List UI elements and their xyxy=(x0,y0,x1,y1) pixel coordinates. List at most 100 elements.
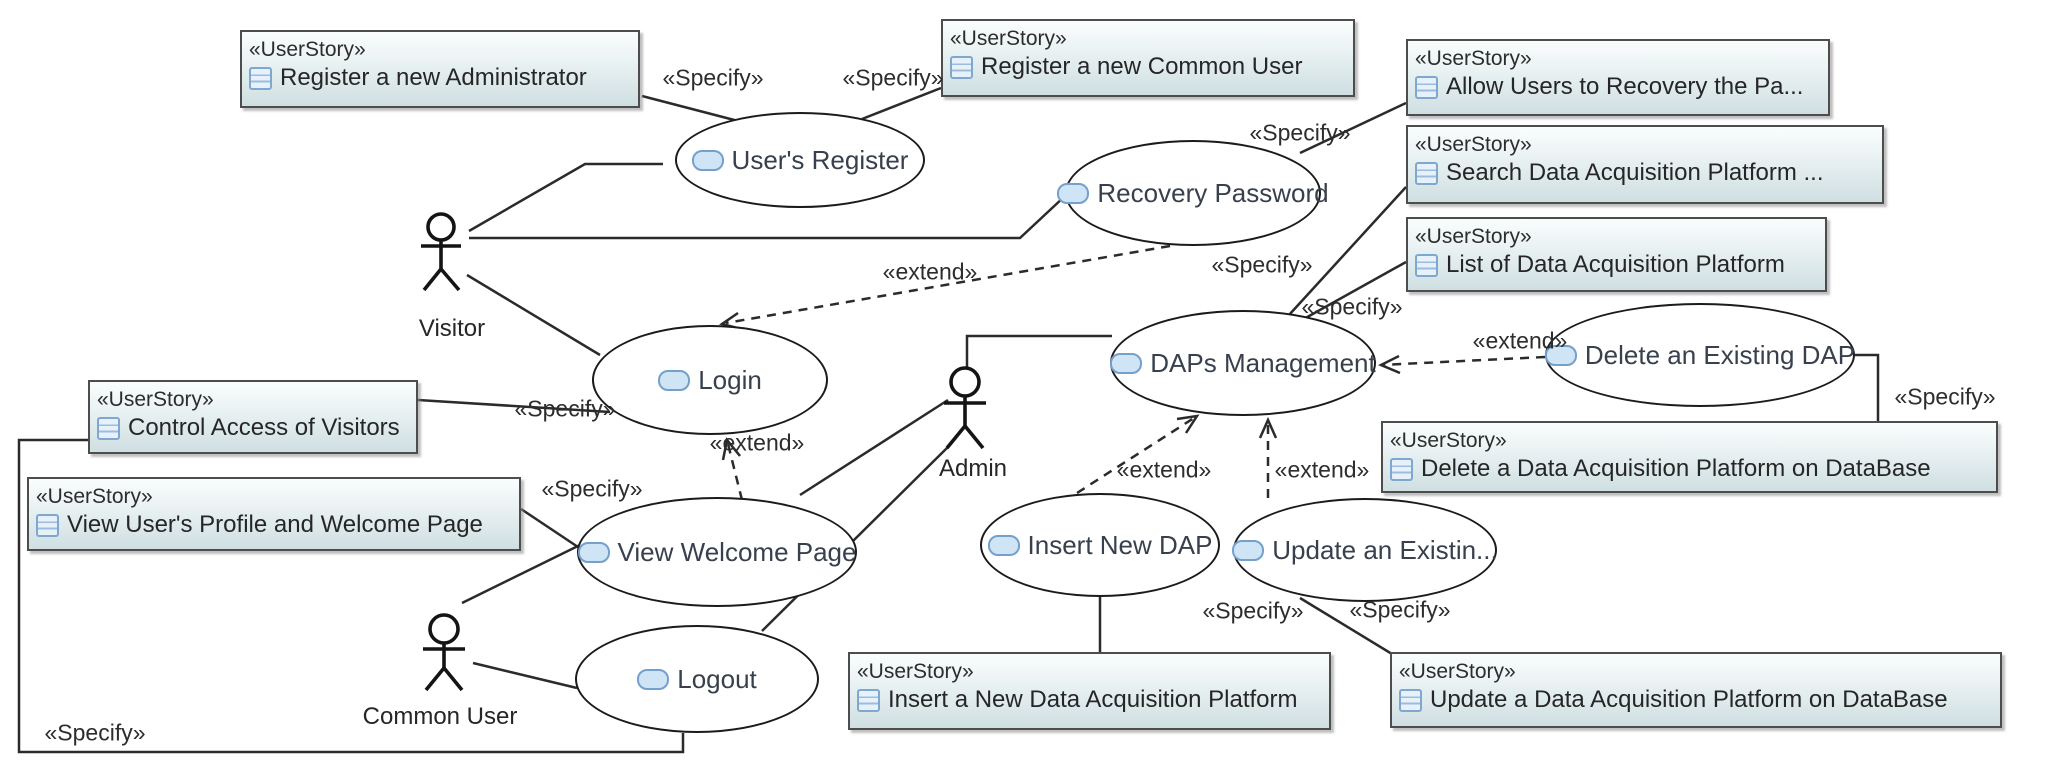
document-icon xyxy=(950,55,973,79)
usecase-label: View Welcome Page xyxy=(617,536,857,567)
usecase-label: User's Register xyxy=(731,144,909,175)
label-specify-update-box: «Specify» xyxy=(1349,596,1451,623)
assoc-visitor-users-register xyxy=(468,162,663,233)
document-icon xyxy=(1415,75,1438,99)
label-extend-insert-daps: «extend» xyxy=(1116,456,1212,483)
usecase-login[interactable]: Login xyxy=(592,325,828,435)
label-specify-register-admin: «Specify» xyxy=(662,64,764,91)
arrowhead-extend-view-welcome-login xyxy=(721,437,741,461)
userstory-register-common[interactable]: «UserStory» Register a new Common User xyxy=(941,19,1355,97)
label-specify-register-common: «Specify» xyxy=(842,64,944,91)
userstory-title: Control Access of Visitors xyxy=(128,414,400,442)
document-icon xyxy=(1415,161,1438,185)
usecase-users-register[interactable]: User's Register xyxy=(675,112,925,208)
userstory-stereotype: «UserStory» xyxy=(1415,47,1532,70)
userstory-title: Search Data Acquisition Platform ... xyxy=(1446,159,1824,187)
usecase-label: Logout xyxy=(677,663,757,694)
document-icon xyxy=(1399,688,1422,712)
userstory-stereotype: «UserStory» xyxy=(97,388,214,411)
label-specify-recovery-allow: «Specify» xyxy=(1249,119,1351,146)
document-icon xyxy=(1390,457,1413,481)
extend-insert-daps xyxy=(1076,414,1198,495)
arrowhead-extend-insert-daps xyxy=(1176,414,1200,434)
arrowhead-extend-update-daps xyxy=(1258,416,1278,439)
userstory-stereotype: «UserStory» xyxy=(950,27,1067,50)
actor-common-user-figure[interactable] xyxy=(423,613,465,692)
userstory-stereotype: «UserStory» xyxy=(36,485,153,508)
userstory-delete-dap[interactable]: «UserStory» Delete a Data Acquisition Pl… xyxy=(1381,421,1998,493)
actor-common-user-label: Common User xyxy=(362,703,518,730)
userstory-update-dap[interactable]: «UserStory» Update a Data Acquisition Pl… xyxy=(1390,652,2002,728)
usecase-recovery-password[interactable]: Recovery Password xyxy=(1057,140,1329,246)
assoc-visitor-login xyxy=(466,273,601,357)
specify-control-access-login xyxy=(417,398,611,414)
usecase-oval-icon xyxy=(1110,352,1143,374)
userstory-stereotype: «UserStory» xyxy=(1390,429,1507,452)
usecase-update-existing-dap[interactable]: Update an Existin... xyxy=(1232,498,1498,602)
label-specify-control-logout: «Specify» xyxy=(44,719,146,746)
userstory-title: Delete a Data Acquisition Platform on Da… xyxy=(1421,455,1931,483)
userstory-stereotype: «UserStory» xyxy=(1399,660,1516,683)
label-specify-daps-list: «Specify» xyxy=(1301,293,1403,320)
userstory-title: List of Data Acquisition Platform xyxy=(1446,251,1785,279)
specify-view-profile-view-welcome xyxy=(520,507,579,549)
document-icon xyxy=(857,688,880,712)
specify-register-admin-box xyxy=(641,94,743,124)
actor-admin-label: Admin xyxy=(938,455,1008,482)
label-specify-delete-box: «Specify» xyxy=(1894,383,1996,410)
document-icon xyxy=(36,513,59,537)
usecase-label: DAPs Management xyxy=(1150,347,1376,378)
actor-visitor-label: Visitor xyxy=(418,315,486,342)
label-extend-welcome-login: «extend» xyxy=(709,429,805,456)
userstory-search-dap[interactable]: «UserStory» Search Data Acquisition Plat… xyxy=(1406,125,1884,204)
usecase-label: Delete an Existing DAP xyxy=(1584,339,1856,370)
usecase-insert-new-dap[interactable]: Insert New DAP xyxy=(980,493,1220,597)
actor-admin-figure[interactable] xyxy=(944,366,986,450)
specify-control-access-logout xyxy=(17,438,685,754)
specify-daps-list-box xyxy=(1301,260,1407,322)
userstory-insert-dap[interactable]: «UserStory» Insert a New Data Acquisitio… xyxy=(848,652,1331,730)
userstory-stereotype: «UserStory» xyxy=(857,660,974,683)
usecase-oval-icon xyxy=(987,534,1020,556)
assoc-visitor-recovery-password xyxy=(469,195,1066,240)
usecase-label: Insert New DAP xyxy=(1027,529,1213,560)
userstory-title: Register a new Administrator xyxy=(280,64,587,92)
actor-visitor-figure[interactable] xyxy=(421,212,461,292)
userstory-control-access[interactable]: «UserStory» Control Access of Visitors xyxy=(88,380,418,454)
label-specify-control-login: «Specify» xyxy=(514,395,616,422)
specify-daps-search-box xyxy=(1288,186,1407,316)
usecase-oval-icon xyxy=(658,369,691,391)
specify-recovery-allow-box xyxy=(1299,101,1407,155)
usecase-logout[interactable]: Logout xyxy=(575,625,819,733)
userstory-list-dap[interactable]: «UserStory» List of Data Acquisition Pla… xyxy=(1406,217,1827,292)
assoc-common-user-view-welcome xyxy=(461,543,581,605)
userstory-register-admin[interactable]: «UserStory» Register a new Administrator xyxy=(240,30,640,108)
userstory-view-profile[interactable]: «UserStory» View User's Profile and Welc… xyxy=(27,477,521,551)
userstory-title: Allow Users to Recovery the Pa... xyxy=(1446,73,1804,101)
usecase-delete-existing-dap[interactable]: Delete an Existing DAP xyxy=(1544,303,1856,407)
assoc-admin-daps xyxy=(965,334,1112,368)
assoc-admin-view-welcome xyxy=(799,398,949,497)
label-extend-update-daps: «extend» xyxy=(1274,456,1370,483)
usecase-oval-icon xyxy=(637,668,670,690)
label-specify-daps-search: «Specify» xyxy=(1211,251,1313,278)
label-specify-profile-welcome: «Specify» xyxy=(541,475,643,502)
usecase-daps-management[interactable]: DAPs Management xyxy=(1110,310,1376,416)
usecase-oval-icon xyxy=(1057,182,1090,204)
userstory-allow-recovery[interactable]: «UserStory» Allow Users to Recovery the … xyxy=(1406,39,1830,116)
usecase-oval-icon xyxy=(577,541,610,563)
arrowhead-extend-delete-daps xyxy=(1378,354,1401,375)
userstory-title: Register a new Common User xyxy=(981,53,1303,81)
label-extend-recovery-login: «extend» xyxy=(882,258,978,285)
usecase-view-welcome-page[interactable]: View Welcome Page xyxy=(577,497,857,607)
document-icon xyxy=(1415,253,1438,277)
assoc-common-user-logout xyxy=(472,661,578,690)
usecase-label: Recovery Password xyxy=(1097,177,1329,208)
userstory-stereotype: «UserStory» xyxy=(249,38,366,61)
usecase-oval-icon xyxy=(691,149,724,171)
extend-view-welcome-login xyxy=(725,439,744,501)
userstory-stereotype: «UserStory» xyxy=(1415,225,1532,248)
userstory-stereotype: «UserStory» xyxy=(1415,133,1532,156)
userstory-title: Update a Data Acquisition Platform on Da… xyxy=(1430,686,1948,714)
